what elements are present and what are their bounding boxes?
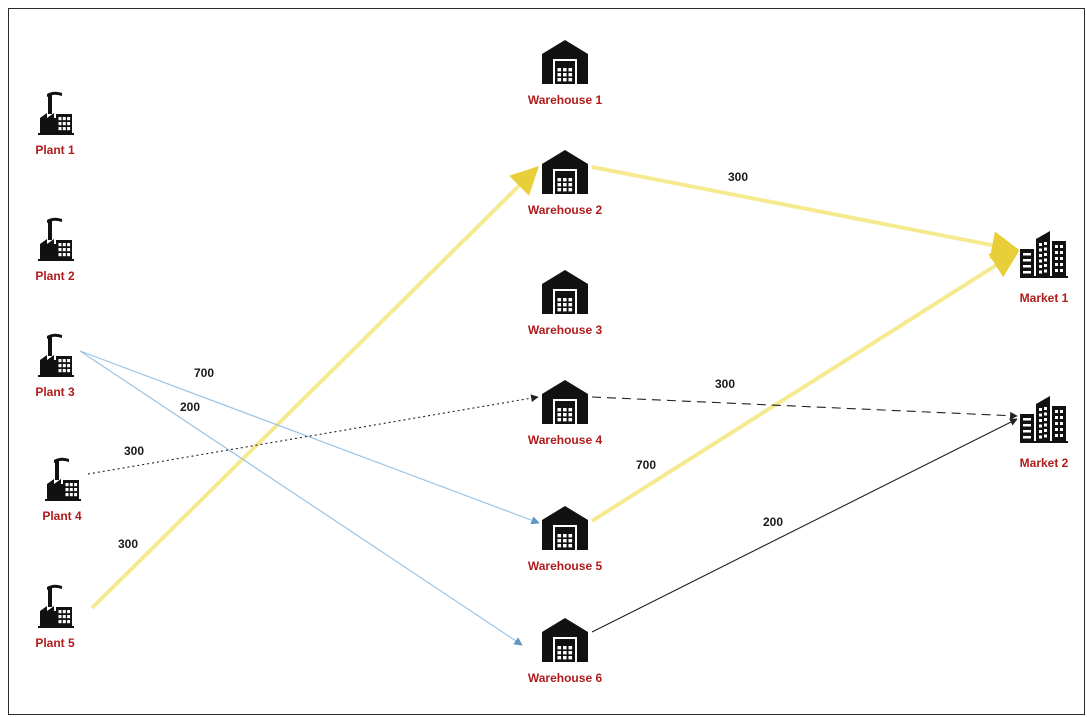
market-label-1: Market 1 [1019,291,1069,305]
flow-arrow-plant-4-to-warehouse-4 [87,394,539,475]
flow-quantity-label: 200 [180,400,201,414]
flow-arrow-warehouse-6-to-market-2 [591,418,1018,633]
flow-arrow-warehouse-4-to-market-2 [591,396,1018,420]
warehouse-label-3: Warehouse 3 [527,323,603,337]
flow-quantity-label: 700 [636,458,657,472]
plant-label-4: Plant 4 [42,509,82,523]
plant-label-2: Plant 2 [35,269,75,283]
flow-arrow-warehouse-5-to-market-1 [590,250,1020,523]
office-building-icon [1020,231,1068,278]
warehouse-label-1: Warehouse 1 [527,93,603,107]
warehouse-icon [542,150,588,194]
warehouse-icon [542,506,588,550]
warehouse-icon [542,40,588,84]
factory-icon [38,91,74,135]
flow-quantity-label: 200 [763,515,784,529]
factory-icon [45,457,81,501]
warehouse-label-6: Warehouse 6 [527,671,603,685]
warehouse-icon [542,270,588,314]
warehouse-label-2: Warehouse 2 [527,203,603,217]
diagram-frame [8,8,1085,715]
flow-arrow-plant-3-to-warehouse-6 [79,350,523,646]
factory-icon [38,217,74,261]
factory-icon [38,333,74,377]
plant-label-5: Plant 5 [35,636,75,650]
factory-icon [38,584,74,628]
market-label-2: Market 2 [1019,456,1069,470]
office-building-icon [1020,396,1068,443]
plant-label-1: Plant 1 [35,143,75,157]
flow-arrow-plant-5-to-warehouse-2 [90,166,539,610]
flow-quantity-label: 300 [118,537,139,551]
flow-quantity-label: 300 [124,444,145,458]
warehouse-icon [542,618,588,662]
flow-quantity-label: 700 [194,366,215,380]
warehouse-label-5: Warehouse 5 [527,559,603,573]
flow-arrow-plant-3-to-warehouse-5 [79,350,540,525]
warehouse-icon [542,380,588,424]
flow-arrow-warehouse-2-to-market-1 [591,165,1020,259]
flow-quantity-label: 300 [728,170,749,184]
plant-label-3: Plant 3 [35,385,75,399]
warehouse-label-4: Warehouse 4 [527,433,603,447]
flow-quantity-label: 300 [715,377,736,391]
